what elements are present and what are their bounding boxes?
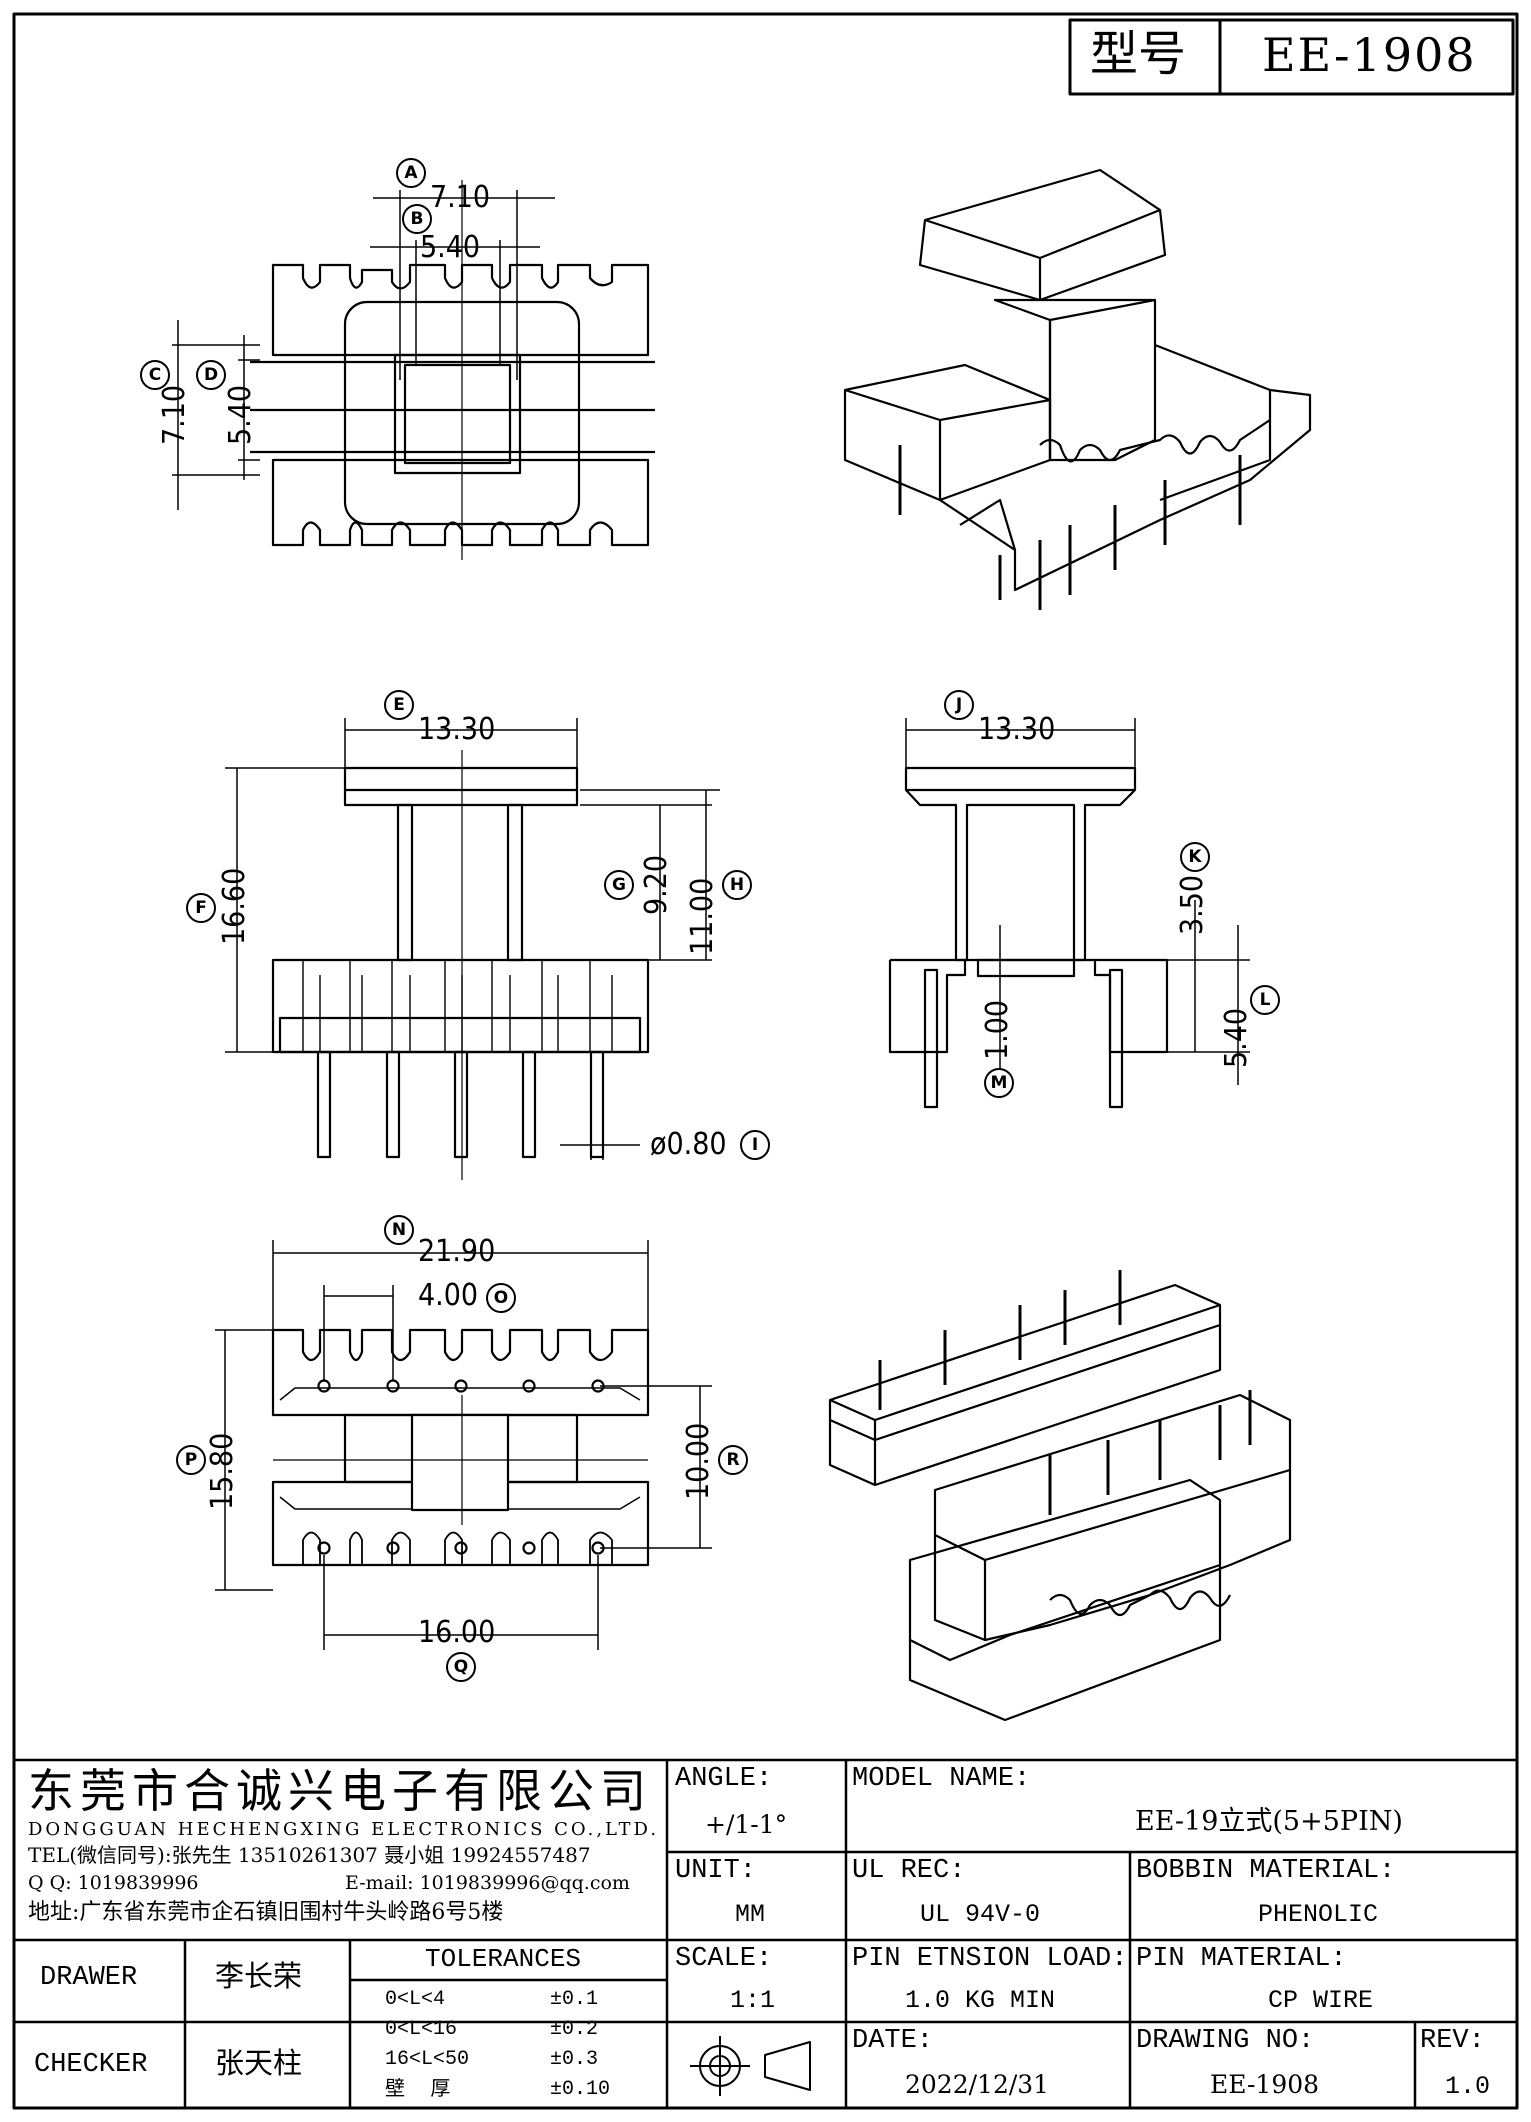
dim-n-text: 21.90 bbox=[418, 1234, 496, 1269]
callout-f: F bbox=[186, 893, 216, 923]
dim-i-text: ø0.80 bbox=[650, 1127, 727, 1162]
checker-label: CHECKER bbox=[34, 2050, 148, 2080]
top-view-dimensions bbox=[172, 190, 555, 510]
front-view bbox=[271, 750, 650, 1180]
tolerance-range-1: 0<L<4 bbox=[385, 1988, 446, 2011]
company-qq: Q Q: 1019839996 bbox=[28, 1872, 199, 1894]
dim-d-text: 5.40 bbox=[223, 384, 258, 445]
model-name-value: EE-19立式(5+5PIN) bbox=[1135, 1806, 1403, 1837]
model-header-box bbox=[1068, 18, 1515, 96]
callout-b: B bbox=[402, 204, 432, 234]
dim-o-text: 4.00 bbox=[418, 1278, 479, 1313]
projection-symbol bbox=[690, 2036, 811, 2096]
callout-p: P bbox=[176, 1445, 206, 1475]
bobbin-material-value: PHENOLIC bbox=[1258, 1900, 1379, 1929]
callout-j: J bbox=[944, 690, 974, 720]
drawing-no-value: EE-1908 bbox=[1210, 2070, 1320, 2099]
company-tel: TEL(微信同号):张先生 13510261307 聂小姐 1992455748… bbox=[28, 1843, 591, 1867]
callout-n: N bbox=[384, 1215, 414, 1245]
drawing-border bbox=[12, 12, 1519, 2110]
drawer-name: 李长荣 bbox=[215, 1959, 303, 1993]
dim-m-text: 1.00 bbox=[980, 999, 1015, 1060]
ul-rec-value: UL 94V-0 bbox=[920, 1900, 1041, 1929]
side-view-dimensions bbox=[905, 718, 1250, 1085]
drawer-label: DRAWER bbox=[40, 1963, 138, 1993]
callout-l: L bbox=[1250, 985, 1280, 1015]
callout-m: M bbox=[984, 1068, 1014, 1098]
unit-value: MM bbox=[735, 1900, 766, 1929]
model-name-label: MODEL NAME: bbox=[852, 1764, 1031, 1794]
angle-value: +/1-1° bbox=[705, 1810, 788, 1839]
company-address: 地址:广东省东莞市企石镇旧围村牛头岭路6号5楼 bbox=[28, 1900, 504, 1925]
isometric-view-top bbox=[843, 168, 1312, 610]
callout-h: H bbox=[722, 870, 752, 900]
pin-load-label: PIN ETNSION LOAD: bbox=[852, 1944, 1128, 1974]
model-header-label: 型号 bbox=[1090, 26, 1187, 82]
scale-label: SCALE: bbox=[675, 1944, 773, 1974]
callout-r: R bbox=[718, 1445, 748, 1475]
tolerance-value-3: ±0.3 bbox=[550, 2048, 599, 2071]
company-email: E-mail: 1019839996@qq.com bbox=[345, 1872, 630, 1894]
unit-label: UNIT: bbox=[675, 1856, 757, 1886]
dim-g-text: 9.20 bbox=[639, 854, 674, 915]
rev-value: 1.0 bbox=[1445, 2072, 1491, 2101]
front-view-dimensions bbox=[225, 718, 720, 1160]
pin-material-label: PIN MATERIAL: bbox=[1136, 1944, 1347, 1974]
callout-q: Q bbox=[446, 1652, 476, 1682]
dim-k-text: 3.50 bbox=[1175, 874, 1210, 935]
callout-g: G bbox=[604, 870, 634, 900]
dim-r-text: 10.00 bbox=[681, 1422, 716, 1500]
bottom-view-dimensions bbox=[215, 1240, 712, 1650]
dim-j-text: 13.30 bbox=[978, 712, 1056, 747]
dim-e-text: 13.30 bbox=[418, 712, 496, 747]
company-name-cn: 东莞市合诚兴电子有限公司 bbox=[28, 1764, 652, 1818]
callout-o: O bbox=[486, 1283, 516, 1313]
tolerance-value-1: ±0.1 bbox=[550, 1988, 599, 2011]
dim-f-text: 16.60 bbox=[217, 867, 252, 945]
rev-label: REV: bbox=[1420, 2026, 1485, 2056]
pin-load-value: 1.0 KG MIN bbox=[905, 1986, 1056, 2015]
callout-a: A bbox=[396, 158, 426, 188]
bottom-view bbox=[271, 1328, 650, 1567]
pin-material-value: CP WIRE bbox=[1268, 1986, 1374, 2015]
company-name-en: DONGGUAN HECHENGXING ELECTRONICS CO.,LTD… bbox=[28, 1819, 660, 1840]
date-value: 2022/12/31 bbox=[905, 2070, 1050, 2099]
tolerance-value-4: ±0.10 bbox=[550, 2078, 611, 2101]
scale-value: 1:1 bbox=[730, 1986, 776, 2015]
callout-i: I bbox=[740, 1130, 770, 1160]
dim-a-text: 7.10 bbox=[430, 180, 491, 215]
angle-label: ANGLE: bbox=[675, 1764, 773, 1794]
tolerance-range-3: 16<L<50 bbox=[385, 2048, 470, 2071]
dim-q-text: 16.00 bbox=[418, 1615, 496, 1650]
dim-b-text: 5.40 bbox=[420, 230, 481, 265]
date-label: DATE: bbox=[852, 2026, 934, 2056]
model-header-value: EE-1908 bbox=[1262, 28, 1477, 82]
callout-e: E bbox=[384, 690, 414, 720]
tolerance-range-2: 0<L<16 bbox=[385, 2018, 458, 2041]
dim-p-text: 15.80 bbox=[205, 1432, 240, 1510]
callout-k: K bbox=[1180, 842, 1210, 872]
ul-rec-label: UL REC: bbox=[852, 1856, 966, 1886]
dim-c-text: 7.10 bbox=[157, 384, 192, 445]
side-view bbox=[888, 766, 1169, 1109]
tolerance-range-4: 壁 厚 bbox=[385, 2076, 451, 2100]
callout-c: C bbox=[140, 360, 170, 390]
dim-l-text: 5.40 bbox=[1219, 1007, 1254, 1068]
tolerance-value-2: ±0.2 bbox=[550, 2018, 599, 2041]
bobbin-material-label: BOBBIN MATERIAL: bbox=[1136, 1856, 1396, 1886]
dim-h-text: 11.00 bbox=[685, 877, 720, 955]
title-block-grid bbox=[14, 1758, 1517, 2108]
top-view bbox=[250, 180, 655, 560]
isometric-view-bottom bbox=[828, 1270, 1292, 1722]
callout-d: D bbox=[196, 360, 226, 390]
tolerances-label: TOLERANCES bbox=[425, 1944, 582, 1974]
drawing-no-label: DRAWING NO: bbox=[1136, 2026, 1315, 2056]
checker-name: 张天柱 bbox=[215, 2046, 303, 2080]
